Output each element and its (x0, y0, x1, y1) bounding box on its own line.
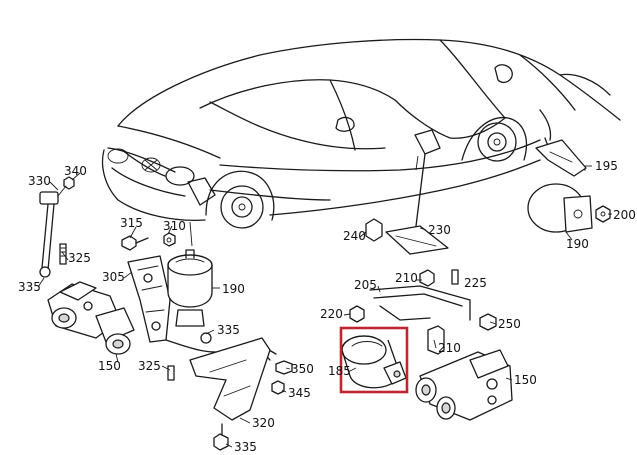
label-205: 205 (354, 278, 377, 292)
valve-block-rear (415, 349, 513, 421)
label-150-rear: 150 (514, 373, 537, 387)
label-325-middle: 325 (138, 359, 161, 373)
front-bracket-assembly (121, 232, 176, 343)
label-335-left: 335 (18, 280, 41, 294)
level-sensor-link-assembly (39, 176, 75, 278)
label-345: 345 (288, 386, 311, 400)
pressure-accumulator-front (167, 249, 213, 327)
label-210-lower: 210 (438, 341, 461, 355)
label-240: 240 (343, 229, 366, 243)
rear-accumulator-assembly (527, 137, 611, 233)
label-305: 305 (102, 270, 125, 284)
label-315: 315 (120, 216, 143, 230)
label-230: 230 (428, 223, 451, 237)
label-335-bottom: 335 (234, 440, 257, 454)
label-210-upper: 210 (395, 271, 418, 285)
car-outline (101, 38, 621, 229)
highlight-box (339, 326, 409, 394)
label-185: 185 (328, 364, 351, 378)
label-320: 320 (252, 416, 275, 430)
leader-lines (37, 155, 612, 448)
rear-sensor-bracket (365, 153, 449, 255)
label-330: 330 (28, 174, 51, 188)
highlighted-accumulator-185 (341, 335, 407, 389)
label-195: 195 (595, 159, 618, 173)
label-310: 310 (163, 219, 186, 233)
label-225: 225 (464, 276, 487, 290)
label-200: 200 (613, 208, 636, 222)
label-350: 350 (291, 362, 314, 376)
label-190-rear: 190 (566, 237, 589, 251)
callout-labels: 330 340 325 335 305 315 310 190 335 150 … (18, 159, 636, 454)
label-220: 220 (320, 307, 343, 321)
front-pressure-lines (165, 332, 293, 451)
label-340: 340 (64, 164, 87, 178)
label-190-front: 190 (222, 282, 245, 296)
label-325-left: 325 (68, 251, 91, 265)
rear-valve-lines (349, 269, 497, 355)
label-250: 250 (498, 317, 521, 331)
valve-block-front (47, 281, 135, 355)
label-150-front: 150 (98, 359, 121, 373)
label-335-middle: 335 (217, 323, 240, 337)
